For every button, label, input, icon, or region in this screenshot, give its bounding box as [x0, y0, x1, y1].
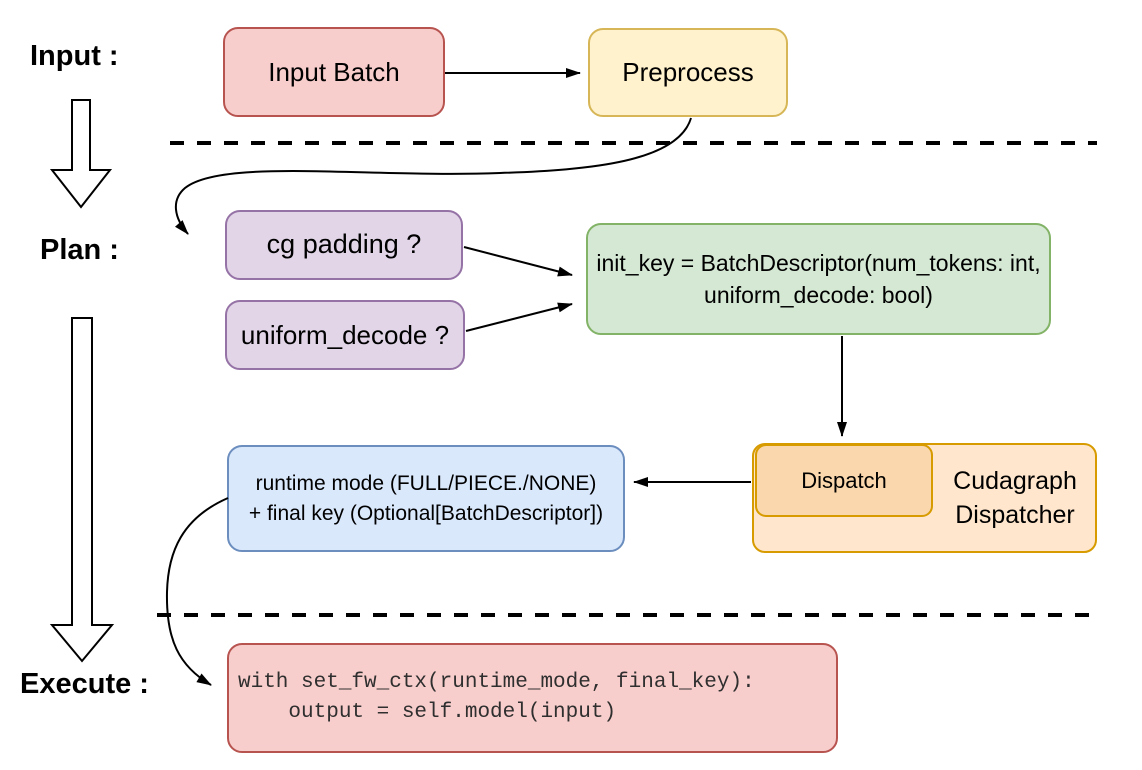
init-key-node: init_key = BatchDescriptor(num_tokens: i… [586, 223, 1051, 335]
uniform-decode-node: uniform_decode ? [225, 300, 465, 370]
dispatch-label: Dispatch [801, 467, 887, 493]
stage-label-execute: Execute : [20, 668, 149, 700]
connector-runtimemode-to-executecode [165, 497, 229, 686]
runtime-mode-node: runtime mode (FULL/PIECE./NONE) + final … [227, 445, 625, 552]
cudagraph-dispatcher-line1: Cudagraph [953, 467, 1077, 495]
input-batch-node: Input Batch [223, 27, 445, 117]
init-key-line2: uniform_decode: bool) [704, 282, 933, 308]
dispatch-node: Dispatch [755, 444, 933, 517]
preprocess-label: Preprocess [622, 57, 754, 88]
init-key-line1: init_key = BatchDescriptor(num_tokens: i… [596, 250, 1041, 276]
connector-uniformdecode-to-initkey [465, 302, 573, 332]
cudagraph-dispatcher-label: Cudagraph Dispatcher [933, 443, 1097, 553]
cudagraph-dispatcher-line2: Dispatcher [955, 501, 1075, 529]
runtime-mode-line2: + final key (Optional[BatchDescriptor]) [248, 501, 604, 525]
uniform-decode-label: uniform_decode ? [240, 319, 450, 350]
input-batch-label: Input Batch [268, 56, 400, 87]
stage-label-input: Input : [30, 40, 119, 72]
runtime-mode-line1: runtime mode (FULL/PIECE./NONE) [255, 471, 597, 495]
connector-cgpadding-to-initkey [463, 246, 573, 277]
cg-padding-label: cg padding ? [266, 229, 422, 260]
stage-label-plan: Plan : [40, 234, 119, 266]
down-arrow-long-icon [49, 317, 115, 663]
execute-code-node: with set_fw_ctx(runtime_mode, final_key)… [227, 643, 838, 753]
preprocess-node: Preprocess [588, 28, 788, 117]
execute-code-line2: output = self.model(input) [238, 701, 617, 724]
down-arrow-icon [49, 99, 113, 209]
cg-padding-node: cg padding ? [225, 210, 463, 280]
execute-code-line1: with set_fw_ctx(runtime_mode, final_key)… [238, 671, 755, 694]
